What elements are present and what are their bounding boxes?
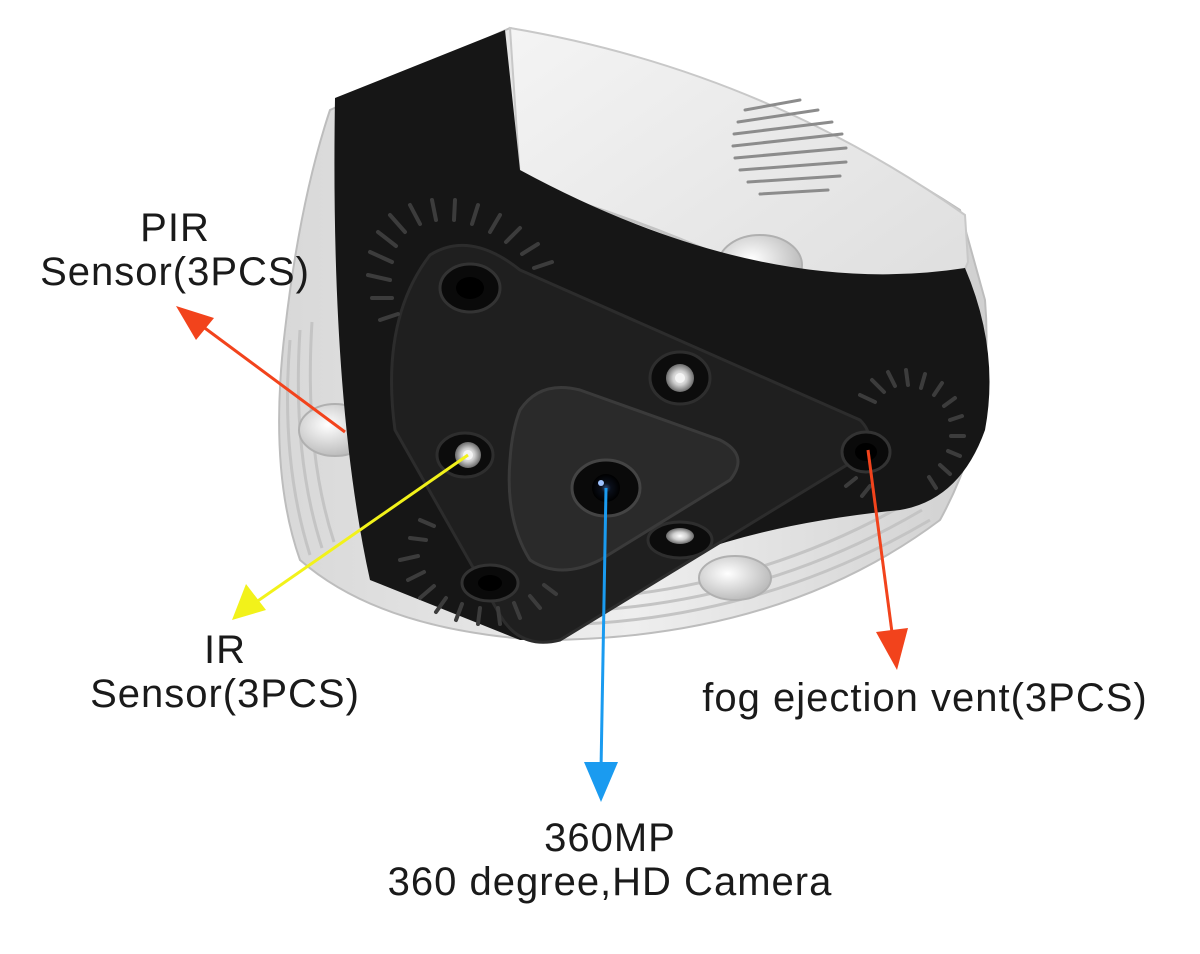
vent-slots-right <box>844 368 966 498</box>
vent-slots-top-left <box>366 198 554 322</box>
pir-sensor-label: PIR Sensor(3PCS) <box>10 206 340 294</box>
fog-vent-label: fog ejection vent(3PCS) <box>670 676 1180 720</box>
speaker-grille <box>731 98 848 196</box>
pir-sensor-bottom <box>698 555 772 601</box>
callout-arrows <box>176 306 908 802</box>
pir-label-line2: Sensor(3PCS) <box>40 250 310 294</box>
pir-arrowhead <box>176 306 214 340</box>
device-face <box>334 30 990 644</box>
fog-arrowhead <box>876 628 908 670</box>
fog-label-line1: fog ejection vent(3PCS) <box>702 676 1148 720</box>
camera-arrowhead <box>584 762 618 802</box>
vent-slots-bottom-left <box>398 518 558 626</box>
pir-arrow <box>197 321 346 434</box>
ir-arrow <box>251 453 469 607</box>
camera-label-line1: 360MP <box>544 816 676 860</box>
pir-label-line1: PIR <box>140 206 210 250</box>
ir-label-line1: IR <box>204 628 246 672</box>
ir-sensor-label: IR Sensor(3PCS) <box>55 628 395 716</box>
camera-arrow <box>599 487 608 771</box>
ir-label-line2: Sensor(3PCS) <box>90 672 360 716</box>
camera-label: 360MP 360 degree,HD Camera <box>330 816 890 904</box>
fog-arrow <box>866 449 895 641</box>
ir-arrowhead <box>232 584 266 620</box>
camera-label-line2: 360 degree,HD Camera <box>387 860 833 904</box>
